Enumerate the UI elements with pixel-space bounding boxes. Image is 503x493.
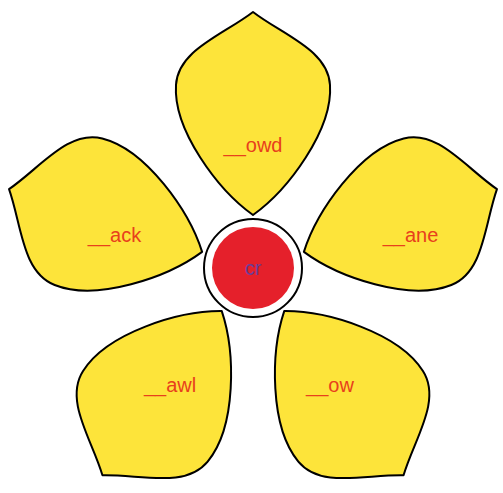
center-letters: cr — [245, 257, 262, 279]
petal-outline — [176, 12, 330, 215]
petal-text-holder: __owd — [224, 134, 283, 156]
petal: __ow — [238, 287, 448, 493]
word-ending: __ane — [383, 224, 439, 246]
petal: __owd — [148, 10, 358, 220]
petal-outline — [222, 266, 466, 493]
petal-text-holder: __ow — [306, 374, 354, 396]
white-ring — [204, 219, 302, 317]
petal-text-holder: __ane — [383, 224, 439, 246]
petal-text-holder: __ack — [88, 224, 141, 246]
petal-shape — [294, 116, 503, 326]
petal-outline — [40, 266, 284, 493]
petal-shape — [148, 10, 358, 220]
petal: __ack — [2, 116, 212, 326]
petal: __ane — [294, 116, 503, 326]
petal-outline — [280, 116, 503, 325]
petal-shape — [2, 116, 212, 326]
petal: __awl — [58, 287, 268, 493]
petal-text-holder: __awl — [144, 374, 196, 396]
red-disc — [212, 227, 294, 309]
petal-outline — [0, 116, 226, 325]
word-ending: __ack — [88, 224, 141, 246]
center-circle: cr — [201, 216, 305, 320]
word-ending: __ow — [306, 374, 354, 396]
word-ending: __owd — [224, 134, 283, 156]
word-ending: __awl — [144, 374, 196, 396]
